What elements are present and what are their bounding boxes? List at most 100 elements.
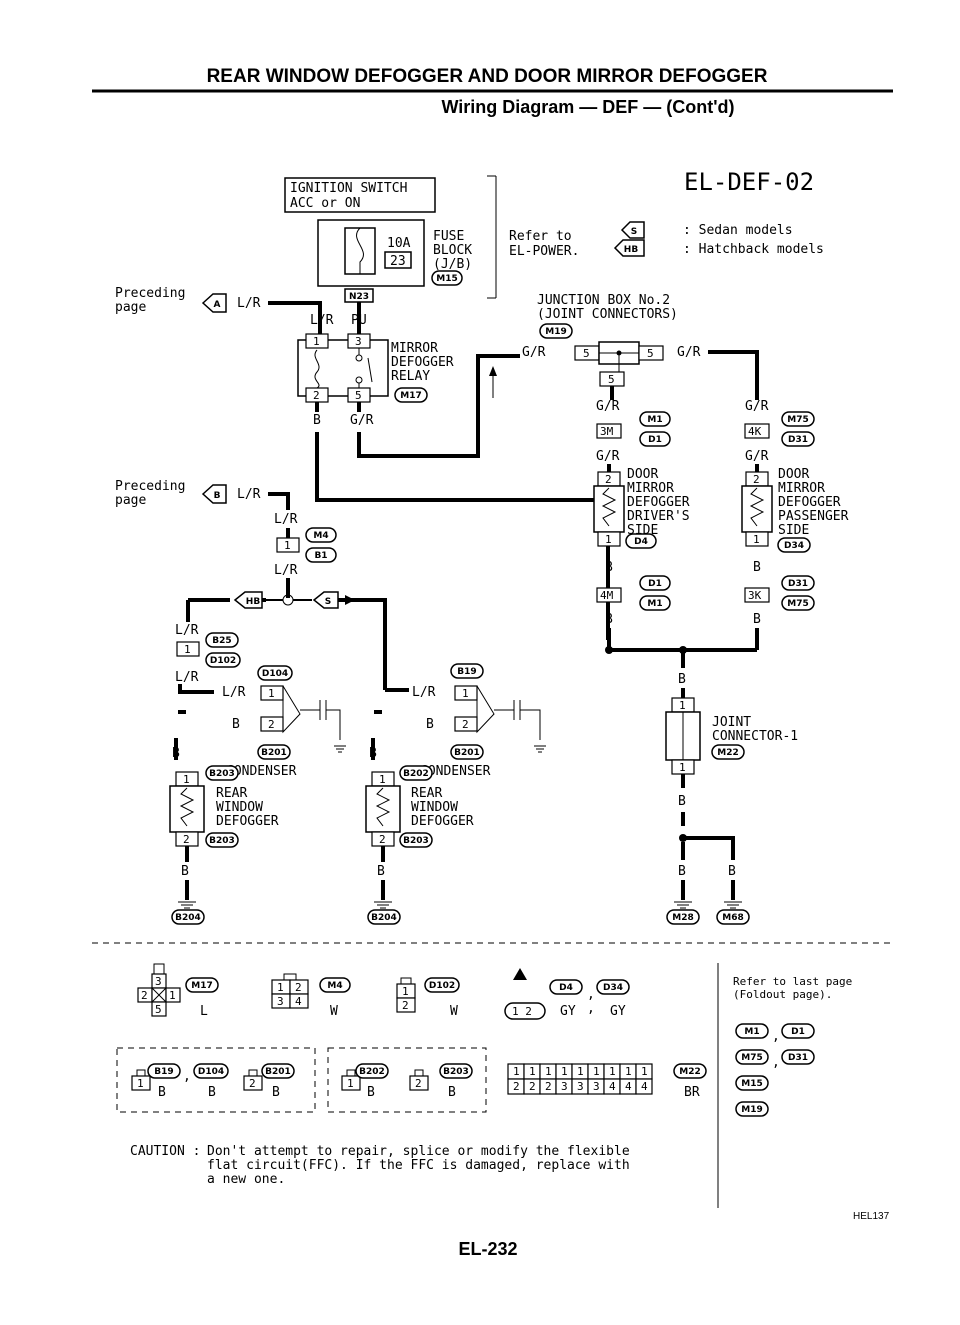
pin-d104-2: 2 xyxy=(268,718,275,731)
relay-label-2: DEFOGGER xyxy=(391,355,454,370)
m22-pin-bottom-label: 2 xyxy=(529,1080,536,1093)
refer-last-item: D1 xyxy=(791,1027,805,1037)
svg-text:1: 1 xyxy=(402,985,409,998)
m17-face: 3 2 1 5 xyxy=(137,963,181,1017)
conn-b202: B202 xyxy=(403,769,429,779)
conn-d104: D104 xyxy=(262,669,288,679)
m22-pin-bottom-label: 2 xyxy=(513,1080,520,1093)
wire-b-s-1: B xyxy=(426,717,434,732)
m22-pin-bottom-label: 3 xyxy=(593,1080,600,1093)
pas-label-5: SIDE xyxy=(778,523,809,538)
m22-pin-bottom-label: 4 xyxy=(641,1080,648,1093)
d34-color: GY xyxy=(610,1004,626,1019)
conn-b203-mid: B203 xyxy=(403,836,429,846)
refer-last-item: M75 xyxy=(741,1053,762,1063)
b203-color: B xyxy=(448,1085,456,1100)
wire-b-hb-1: B xyxy=(232,717,240,732)
wire-b-pas-1: B xyxy=(753,560,761,575)
pin-b25-1: 1 xyxy=(184,643,191,656)
rear-defog-left-3: DEFOGGER xyxy=(216,814,279,829)
svg-text:1: 1 xyxy=(169,989,176,1002)
condenser-left: CONDENSER xyxy=(226,764,297,779)
wire-gr-jb-out: G/R xyxy=(677,345,701,360)
wire-b-pas-2: B xyxy=(753,612,761,627)
legend-hatchback-text: : Hatchback models xyxy=(683,242,824,257)
relay-pin-1: 1 xyxy=(313,335,320,348)
wire-gr-pas-2: G/R xyxy=(745,449,769,464)
conn-b201-mid: B201 xyxy=(454,748,480,758)
conn-d31-pas: D31 xyxy=(788,435,808,445)
conn-d34: D34 xyxy=(784,541,804,551)
figure-code: HEL137 xyxy=(853,1211,890,1222)
relay-pin-2: 2 xyxy=(313,389,320,402)
wire-b-hb-2: B xyxy=(172,746,180,761)
ignition-switch-state: ACC or ON xyxy=(290,196,360,211)
m17-color: L xyxy=(200,1004,208,1019)
pin-m22-1-bot: 1 xyxy=(679,761,686,774)
m22-pin-top-label: 1 xyxy=(625,1065,632,1078)
fuse-number: 23 xyxy=(390,254,406,269)
bottom-conn-b203: B203 xyxy=(443,1067,469,1077)
svg-text:4: 4 xyxy=(295,995,302,1008)
caution-line-2: flat circuit(FFC). If the FFC is damaged… xyxy=(207,1158,630,1173)
conn-b204-left: B204 xyxy=(175,913,201,923)
refer-last-badge xyxy=(781,1049,815,1065)
fuse-label-2: BLOCK xyxy=(433,243,472,258)
preceding-a-1: Preceding xyxy=(115,286,185,301)
pin-b202-1: 1 xyxy=(379,773,386,786)
wire-gr-drv-1: G/R xyxy=(596,399,620,414)
fuse-label-3: (J/B) xyxy=(433,257,472,272)
svg-text:,: , xyxy=(587,987,595,1002)
page-subtitle: Wiring Diagram — DEF — (Cont'd) xyxy=(441,97,734,117)
conn-m1-drv-b: M1 xyxy=(647,599,662,609)
wire-gr-drv-2: G/R xyxy=(596,449,620,464)
wire-gr-pas-1: G/R xyxy=(745,399,769,414)
wire-lr-b3: L/R xyxy=(274,563,298,578)
wire-lr-s: L/R xyxy=(412,685,436,700)
branch-hb-code: HB xyxy=(246,597,261,607)
refer-last-2: (Foldout page). xyxy=(733,988,832,1001)
fuse-amps: 10A xyxy=(387,236,411,251)
pin-3m: 3M xyxy=(600,425,614,438)
svg-text:3: 3 xyxy=(277,995,284,1008)
m22-pin-bottom-label: 3 xyxy=(561,1080,568,1093)
pin-b203-2-left: 2 xyxy=(183,833,190,846)
d104-color: B xyxy=(208,1085,216,1100)
rear-defog-left-1: REAR xyxy=(216,786,247,801)
wire-b-s-3: B xyxy=(377,864,385,879)
wire-gr-relay: G/R xyxy=(350,413,374,428)
ignition-switch-label: IGNITION SWITCH xyxy=(290,181,407,196)
d4-face: 1 2 xyxy=(512,1005,532,1018)
svg-text:2: 2 xyxy=(249,1077,256,1090)
wire-b-gnd-2: B xyxy=(728,864,736,879)
wire-pu-relay: PU xyxy=(351,313,367,328)
wire-b-joint-1: B xyxy=(678,672,686,687)
fuse-connector-2: N23 xyxy=(349,292,369,302)
b19-color: B xyxy=(158,1085,166,1100)
conn-b203-left-b: B203 xyxy=(209,836,235,846)
d102-color: W xyxy=(450,1004,458,1019)
refer-last-badge xyxy=(735,1023,769,1039)
svg-text:2: 2 xyxy=(141,989,148,1002)
relay-pin-5: 5 xyxy=(355,389,362,402)
m22-pin-top-label: 1 xyxy=(641,1065,648,1078)
joint-conn: M22 xyxy=(717,748,738,758)
pas-label-3: DEFOGGER xyxy=(778,495,841,510)
svg-text:2: 2 xyxy=(402,999,409,1012)
d102-face: 1 2 xyxy=(396,977,416,1013)
m22-pin-bottom-label: 2 xyxy=(545,1080,552,1093)
refer-last-item: M15 xyxy=(741,1079,762,1089)
legend-hatchback-code: HB xyxy=(624,245,639,255)
pas-label-1: DOOR xyxy=(778,467,809,482)
wire-lr-a: L/R xyxy=(237,296,261,311)
pas-label-2: MIRROR xyxy=(778,481,825,496)
d4-color: GY xyxy=(560,1004,576,1019)
svg-text:3: 3 xyxy=(155,975,162,988)
conn-m75-pas-b: M75 xyxy=(787,599,808,609)
conn-b25: B25 xyxy=(212,636,231,646)
m22-pin-bottom xyxy=(635,1078,653,1095)
pin-d34-2: 2 xyxy=(753,473,760,486)
m22-pin-top-label: 1 xyxy=(609,1065,616,1078)
conn-b19: B19 xyxy=(457,667,476,677)
